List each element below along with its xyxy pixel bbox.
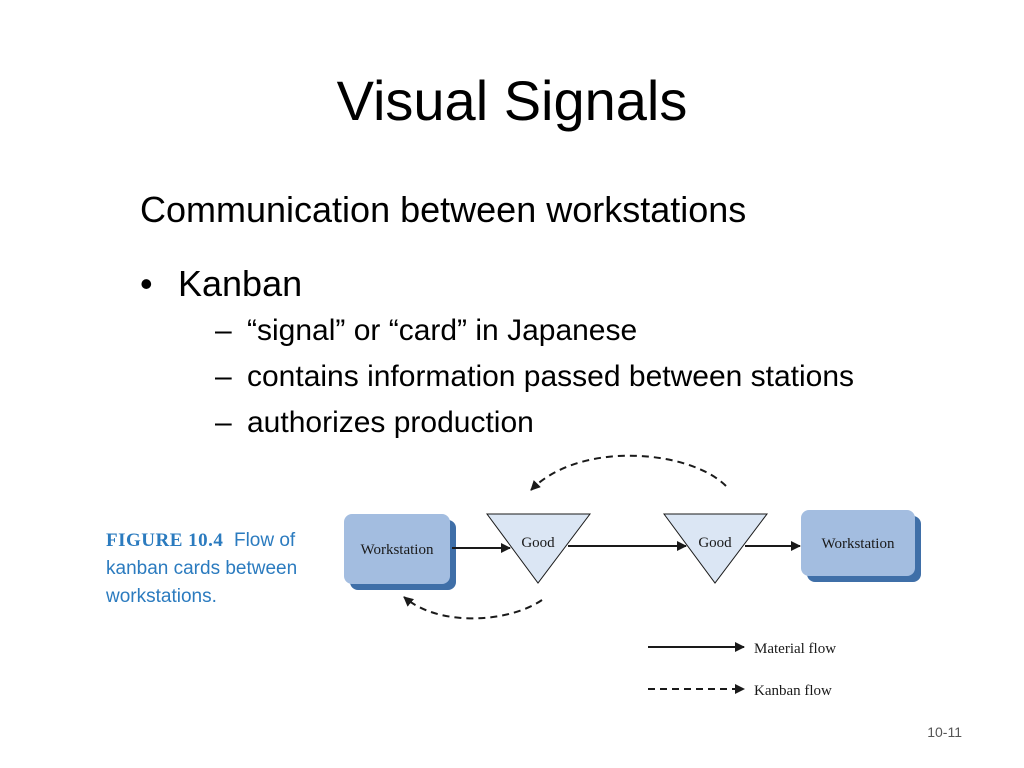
slide-title: Visual Signals: [336, 69, 688, 132]
subpoint-marker: –: [215, 314, 232, 347]
figure-caption-text: Flow of kanban cards between workstation…: [106, 530, 298, 607]
workstation-left-label: Workstation: [361, 542, 434, 558]
page-number: 10-11: [927, 724, 962, 740]
figure-caption: FIGURE 10.4 Flow of kanban cards between…: [106, 527, 326, 611]
subpoint-item: –authorizes production: [215, 400, 854, 446]
workstation-left-box: [344, 514, 450, 584]
good-right: Good: [663, 513, 769, 584]
good-right-triangle: [663, 513, 769, 584]
subpoint-text: “signal” or “card” in Japanese: [247, 314, 638, 347]
slide-subtitle: Communication between workstations: [140, 189, 747, 230]
kanban-subpoints: –“signal” or “card” in Japanese –contain…: [215, 308, 854, 446]
bullet-text: Kanban: [178, 263, 303, 304]
workstation-right-label: Workstation: [822, 536, 895, 552]
subpoint-item: –“signal” or “card” in Japanese: [215, 308, 854, 354]
bullet-kanban: • Kanban: [140, 262, 302, 306]
figure-label: FIGURE 10.4: [106, 530, 224, 551]
workstation-right: Workstation: [801, 510, 921, 582]
good-left-triangle: [486, 513, 592, 584]
subpoint-text: contains information passed between stat…: [247, 360, 855, 393]
subpoint-marker: –: [215, 360, 232, 393]
good-left-label: Good: [521, 535, 555, 551]
subpoint-marker: –: [215, 406, 232, 439]
good-right-label: Good: [698, 535, 732, 551]
legend-material-flow-label: Material flow: [754, 641, 836, 657]
kanban-flow-arrow-bottom: [403, 596, 543, 620]
legend-kanban-flow-label: Kanban flow: [754, 683, 832, 699]
workstation-left: Workstation: [344, 514, 456, 590]
diagram-legend: Material flow Kanban flow: [648, 641, 836, 699]
kanban-flow-diagram: Workstation Good Good Workstation Materi…: [344, 454, 921, 699]
subpoint-item: –contains information passed between sta…: [215, 354, 854, 400]
bullet-marker: •: [140, 263, 153, 304]
good-left: Good: [486, 513, 592, 584]
kanban-flow-arrow-top: [530, 454, 727, 491]
subpoint-text: authorizes production: [247, 406, 534, 439]
workstation-right-box: [801, 510, 915, 576]
